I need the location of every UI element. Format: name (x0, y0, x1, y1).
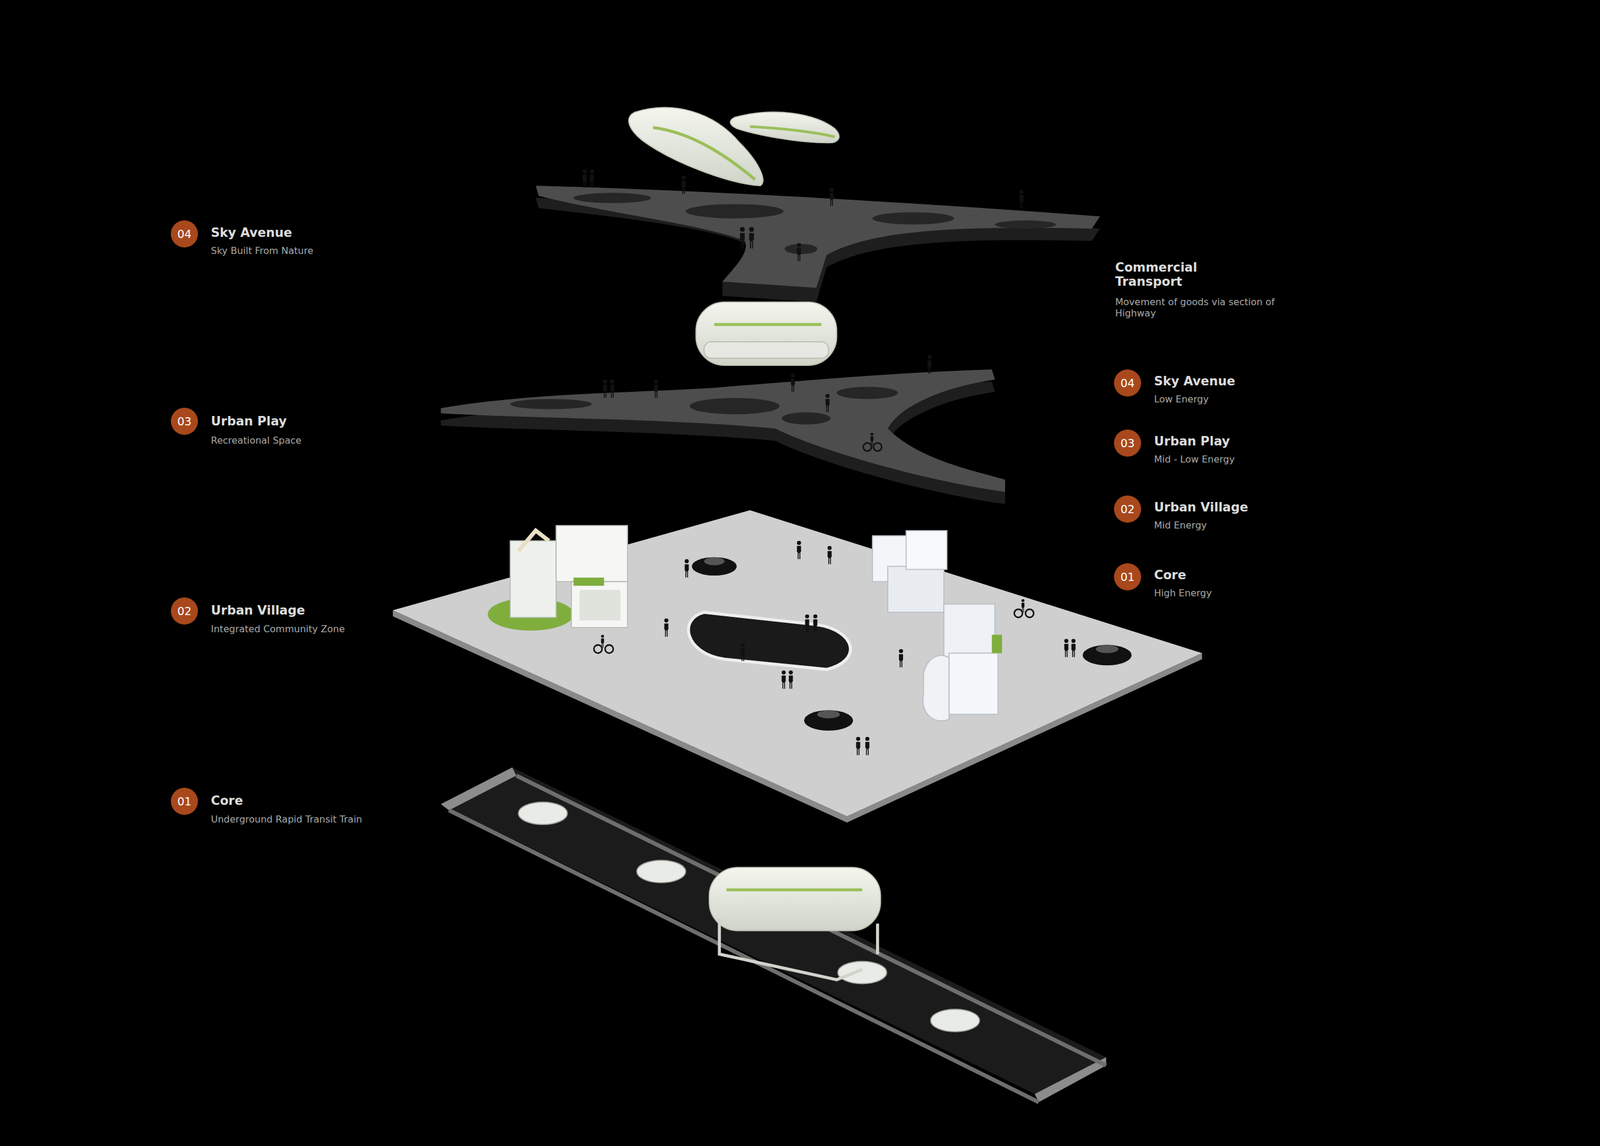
energy-title: Core (1154, 567, 1186, 583)
layer-subtitle: Recreational Space (210, 434, 302, 446)
energy-level: High Energy (1154, 587, 1212, 599)
callout-number: 01 (1113, 563, 1142, 591)
energy-title: Sky Avenue (1154, 374, 1236, 389)
callout-text: 01 (177, 794, 192, 808)
callout-number: 01 (170, 787, 198, 815)
callout-text: 01 (1120, 570, 1135, 584)
sky-capsules (628, 107, 839, 187)
layer-title: Urban Play (210, 414, 287, 429)
urban-village-plate (392, 510, 1203, 823)
callout-text: 02 (1120, 502, 1135, 516)
callout-text: 03 (1120, 436, 1135, 450)
callout-number: 04 (1113, 369, 1142, 397)
energy-level: Mid - Low Energy (1154, 453, 1235, 465)
layer-subtitle: Underground Rapid Transit Train (210, 813, 363, 825)
callout-text: 04 (177, 227, 192, 241)
layer-subtitle: Sky Built From Nature (210, 245, 314, 257)
commercial-capsule (695, 302, 837, 366)
callout-text: 03 (177, 414, 192, 428)
callout-text: 04 (1120, 376, 1135, 390)
layer-title: Sky Avenue (210, 225, 293, 240)
callout-number: 03 (1113, 429, 1142, 457)
energy-level: Low Energy (1154, 393, 1209, 405)
energy-title: Urban Play (1154, 434, 1231, 449)
urban-play-slab (440, 355, 1006, 505)
energy-title: Urban Village (1154, 500, 1249, 515)
callout-text: 02 (177, 604, 192, 618)
callout-number: 02 (1113, 495, 1142, 523)
transport-title: Commercial Transport (1115, 260, 1228, 289)
layer-title: Urban Village (210, 603, 306, 618)
core-track (440, 767, 1106, 1102)
callout-number: 03 (170, 407, 198, 435)
callout-number: 02 (170, 597, 198, 625)
energy-level: Mid Energy (1154, 519, 1208, 531)
callout-number: 04 (170, 220, 198, 248)
sky-avenue-slab (535, 169, 1100, 303)
layer-subtitle: Integrated Community Zone (210, 623, 345, 635)
transport-note: Movement of goods via section of Highway (1115, 296, 1281, 319)
layer-title: Core (210, 793, 243, 808)
